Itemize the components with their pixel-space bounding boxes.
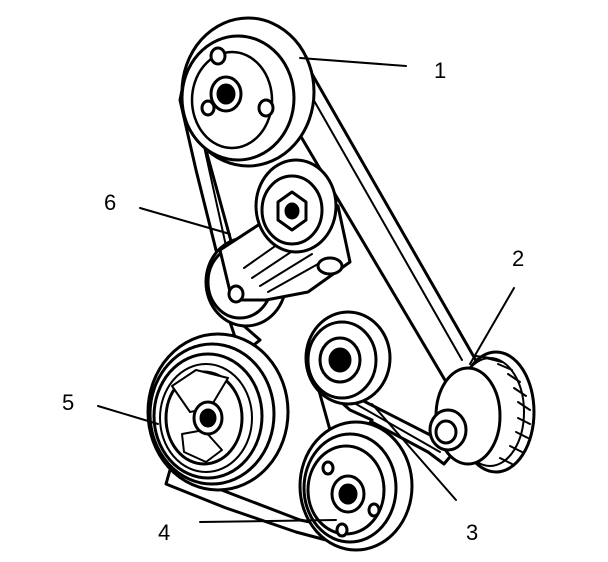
pulley-1	[180, 16, 316, 168]
callout-4: 4	[158, 520, 170, 545]
belt-tensioner	[204, 158, 352, 328]
callout-2: 2	[512, 246, 524, 271]
crankshaft-pulley	[146, 332, 290, 492]
pulley-2	[428, 350, 536, 474]
callout-3: 3	[466, 520, 478, 545]
callout-6: 6	[104, 190, 116, 215]
leader-lines	[97, 57, 515, 523]
idler-pulley-3	[304, 310, 392, 406]
callout-1: 1	[434, 58, 446, 83]
callout-5: 5	[62, 390, 74, 415]
pulley-4	[298, 420, 414, 552]
